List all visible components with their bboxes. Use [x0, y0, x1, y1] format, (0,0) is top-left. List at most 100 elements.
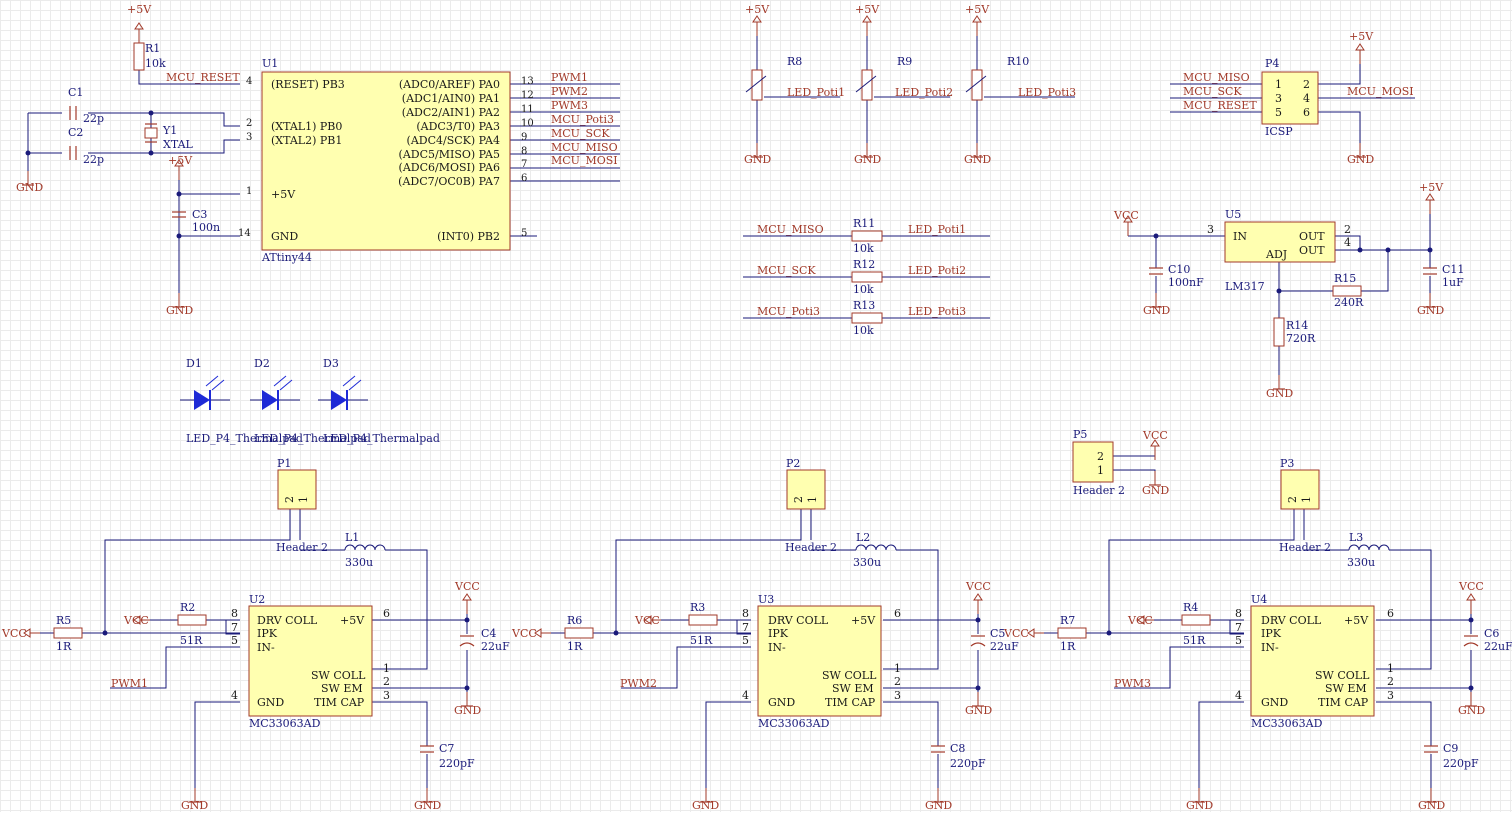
u1-pin-number: 3 — [246, 132, 252, 143]
ref-r10: R10 — [1007, 55, 1029, 68]
label-vcc: VCC — [511, 627, 537, 640]
ref-p2: P2 — [786, 457, 800, 470]
icsp-pin: 5 — [1275, 106, 1282, 119]
u1-pin-name: (XTAL2) PB1 — [271, 134, 342, 147]
resistor-r5 — [53, 627, 83, 639]
connector-p5[interactable] — [1072, 441, 1114, 483]
power-labels: +5V +5V GND GND +5V +5V +5V GND GND GND … — [1, 3, 1485, 812]
icsp-pin: 6 — [1303, 106, 1310, 119]
ref-p5: P5 — [1073, 428, 1087, 441]
label-vcc: VCC — [1458, 580, 1484, 593]
label-gnd: GND — [414, 799, 441, 812]
val-d2: LED_P4_Thermalpad — [254, 432, 371, 445]
capacitors — [69, 106, 1479, 753]
val-c5: 22uF — [990, 640, 1019, 653]
val-p3: Header 2 — [1279, 541, 1331, 554]
ic-u5[interactable] — [1224, 221, 1336, 263]
u1-pin-number: 11 — [521, 104, 534, 115]
p3-pin: 2 — [1286, 496, 1299, 503]
label-gnd: GND — [1142, 484, 1169, 497]
mc-pin-5v: +5V — [1344, 614, 1369, 627]
connector-p4[interactable] — [1261, 71, 1319, 125]
val-l1: 330u — [345, 556, 373, 569]
u1-pin-name: (ADC3/T0) PA3 — [416, 120, 500, 133]
mc-pin-num: 1 — [383, 662, 390, 675]
leds — [194, 375, 362, 410]
crystal-y1 — [144, 127, 158, 139]
ref-d1: D1 — [186, 357, 202, 370]
ic-u3[interactable] — [757, 605, 882, 717]
mc-pin-num: 3 — [1387, 689, 1394, 702]
net-pwm3: PWM3 — [551, 99, 588, 112]
label-p5v: +5V — [1349, 30, 1374, 43]
mc-pin-num: 2 — [894, 675, 901, 688]
net-led-poti1: LED_Poti1 — [908, 223, 966, 236]
label-gnd: GND — [964, 153, 991, 166]
mc-pin-ipk: IPK — [1261, 627, 1282, 640]
ref-r13: R13 — [853, 299, 875, 312]
u1-pin-number: 12 — [521, 90, 534, 101]
val-r5: 1R — [56, 640, 72, 653]
net-mosi: MCU_MOSI — [551, 154, 618, 167]
label-gnd: GND — [16, 181, 43, 194]
u5-pin-in: IN — [1233, 230, 1247, 243]
u1-pin-number: 4 — [246, 76, 252, 87]
ref-c7: C7 — [439, 742, 454, 755]
val-r3: 51R — [690, 634, 713, 647]
label-gnd: GND — [1458, 704, 1485, 717]
val-y1: XTAL — [163, 138, 194, 151]
val-c7: 220pF — [439, 757, 475, 770]
val-u4: MC33063AD — [1251, 717, 1323, 730]
u1-pin-name: (RESET) PB3 — [271, 78, 345, 91]
label-gnd: GND — [181, 799, 208, 812]
u5-pin-num: 4 — [1344, 236, 1351, 249]
label-vcc: VCC — [965, 580, 991, 593]
resistor-r1 — [133, 42, 145, 71]
mc-pin-num: 4 — [1235, 689, 1242, 702]
resistor-r13 — [851, 312, 883, 324]
ref-r7: R7 — [1060, 614, 1075, 627]
connector-p2[interactable] — [786, 469, 826, 510]
u5-pin-out: OUT — [1299, 244, 1325, 257]
connector-p3[interactable] — [1280, 469, 1320, 510]
mc-pin-num: 4 — [231, 689, 238, 702]
val-c4: 22uF — [481, 640, 510, 653]
u1-pin-name: +5V — [271, 188, 296, 201]
val-p2: Header 2 — [785, 541, 837, 554]
header-pins: 2 1 2 1 2 1 2 1 — [283, 450, 1313, 503]
label-vcc: VCC — [634, 614, 660, 627]
ref-l1: L1 — [345, 531, 359, 544]
mc-pin-drv: DRV COLL — [1261, 614, 1322, 627]
val-r15: 240R — [1334, 296, 1364, 309]
val-p1: Header 2 — [276, 541, 328, 554]
u1-pin-name: (XTAL1) PB0 — [271, 120, 342, 133]
label-p5v: +5V — [127, 3, 152, 16]
net-reset: MCU_RESET — [1183, 99, 1257, 112]
ic-u4[interactable] — [1250, 605, 1375, 717]
val-c6: 22uF — [1484, 640, 1512, 653]
ref-d2: D2 — [254, 357, 270, 370]
ref-l2: L2 — [856, 531, 870, 544]
ic-u1[interactable] — [261, 71, 511, 251]
pot-wipers — [745, 75, 987, 93]
pot-r8 — [751, 69, 763, 101]
val-u5: LM317 — [1225, 280, 1265, 293]
val-p4: ICSP — [1265, 125, 1293, 138]
val-r4: 51R — [1183, 634, 1206, 647]
ref-c8: C8 — [950, 742, 965, 755]
label-gnd: GND — [965, 704, 992, 717]
mc-pin-num: 8 — [1235, 607, 1242, 620]
p2-pin: 2 — [792, 496, 805, 503]
net-poti3: MCU_Poti3 — [757, 305, 820, 318]
mc-pin-num: 4 — [742, 689, 749, 702]
mc-pin-tim: TIM CAP — [825, 696, 876, 709]
net-miso: MCU_MISO — [757, 223, 824, 236]
mc-pin-drv: DRV COLL — [768, 614, 829, 627]
ic-u2[interactable] — [248, 605, 373, 717]
connector-p1[interactable] — [277, 469, 317, 510]
mc-pin-ipk: IPK — [257, 627, 278, 640]
passives — [53, 42, 1362, 639]
mc-pin-inm: IN- — [1261, 641, 1279, 654]
